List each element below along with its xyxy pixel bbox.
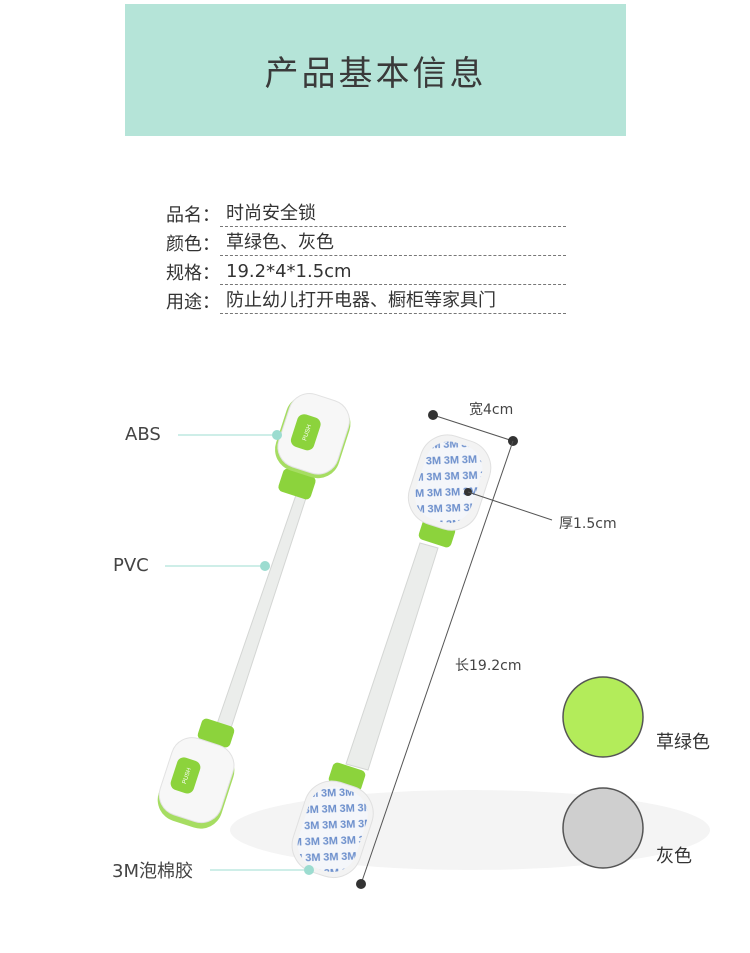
info-row-usage: 用途： 防止幼儿打开电器、橱柜等家具门 (166, 285, 566, 314)
callout-lines (165, 430, 314, 875)
callout-pvc: PVC (113, 555, 149, 576)
lock-back-view (291, 434, 492, 878)
dim-thickness: 厚1.5cm (559, 516, 617, 532)
pvc-strap-back (345, 542, 439, 771)
info-row-name: 品名： 时尚安全锁 (166, 198, 566, 227)
pvc-strap (216, 494, 307, 729)
info-label: 品名： (166, 205, 220, 226)
lock-front-view: PUSH PUSH (157, 393, 351, 829)
info-value: 草绿色、灰色 (220, 232, 566, 256)
info-row-spec: 规格： 19.2*4*1.5cm (166, 256, 566, 285)
dim-width: 宽4cm (469, 402, 514, 418)
callout-abs: ABS (125, 424, 161, 445)
dimension-lines (356, 410, 553, 889)
info-row-color: 颜色： 草绿色、灰色 (166, 227, 566, 256)
info-label: 规格： (166, 263, 220, 284)
info-value: 防止幼儿打开电器、橱柜等家具门 (220, 290, 566, 314)
swatch-gray (562, 787, 644, 869)
foam-tape (414, 441, 483, 524)
push-label: PUSH (182, 767, 193, 785)
push-button (290, 414, 321, 451)
info-value: 时尚安全锁 (220, 203, 566, 227)
info-label: 用途： (166, 292, 220, 313)
dim-dot (356, 879, 366, 889)
dim-length: 长19.2cm (455, 658, 522, 674)
product-info: 品名： 时尚安全锁 颜色： 草绿色、灰色 规格： 19.2*4*1.5cm 用途… (166, 198, 566, 314)
callout-dot (272, 430, 282, 440)
callout-foam: 3M泡棉胶 (112, 861, 193, 882)
top-connector (278, 468, 316, 500)
header-banner: 产品基本信息 (125, 4, 626, 136)
swatch-label-green: 草绿色 (656, 732, 710, 753)
push-label: PUSH (302, 424, 313, 442)
foam-tape (297, 786, 368, 872)
swatch-label-gray: 灰色 (656, 846, 692, 867)
swatch-green (562, 676, 644, 758)
dim-dot (428, 410, 438, 420)
push-button (170, 757, 201, 794)
bottom-connector (197, 718, 235, 748)
callout-dot (304, 865, 314, 875)
page-title: 产品基本信息 (264, 53, 487, 94)
info-label: 颜色： (166, 234, 220, 255)
info-value: 19.2*4*1.5cm (220, 261, 566, 285)
callout-dot (260, 561, 270, 571)
